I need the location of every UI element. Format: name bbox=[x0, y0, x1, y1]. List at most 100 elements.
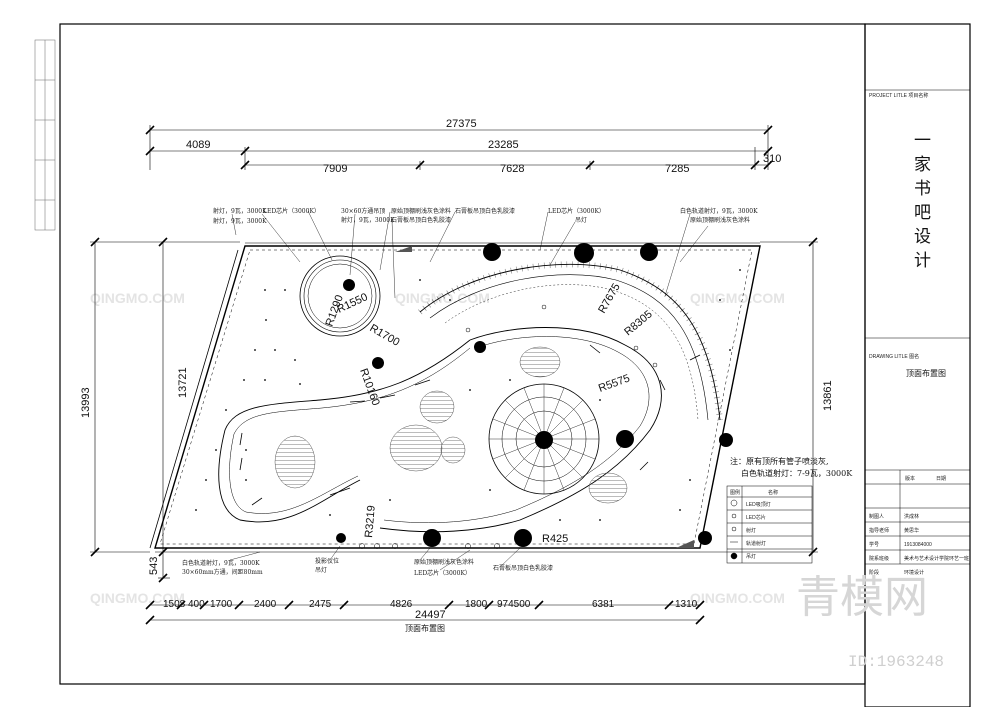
dim-bottom-seg4: 2475 bbox=[309, 599, 332, 610]
title-block-frame bbox=[864, 23, 971, 707]
note-bottom-gray: 原始顶棚刷浅灰色涂料 bbox=[414, 558, 474, 566]
project-name-char-4: 吧 bbox=[914, 203, 931, 223]
legend-row-1: LED芯片 bbox=[746, 514, 766, 521]
legend-table bbox=[726, 485, 813, 564]
dim-bottom-seg7: 974500 bbox=[497, 599, 531, 610]
note-bottom-tube: 30×60mm方通，间距80mm bbox=[182, 568, 263, 576]
legend-row-3: 轨道射灯 bbox=[746, 540, 766, 547]
note-spotlight-3: 射灯，9瓦，3000K bbox=[341, 216, 395, 224]
radius-r1700: R1700 bbox=[368, 322, 402, 349]
bottom-dimensions bbox=[145, 600, 705, 625]
pendant-lamp bbox=[336, 533, 346, 543]
dim-seg1: 7909 bbox=[323, 163, 347, 175]
note-led-chip-1: LED芯片（3000K） bbox=[263, 207, 320, 215]
legend-row-4: 吊灯 bbox=[746, 553, 756, 560]
drawing-label: DRAWING LITLE 图名 bbox=[869, 353, 919, 360]
note-square-tube: 30×60方通吊顶 bbox=[341, 207, 385, 215]
dim-bottom-seg9: 1310 bbox=[675, 599, 698, 610]
dim-bottom-seg5: 4826 bbox=[390, 599, 413, 610]
tb-row-3-label: 院系班级 bbox=[869, 555, 889, 562]
dim-bottom-seg3: 2400 bbox=[254, 599, 277, 610]
watermark-text-1: QINGMO.COM bbox=[90, 290, 185, 306]
legend-col2: 名称 bbox=[768, 489, 778, 496]
project-name-char-2: 家 bbox=[914, 155, 931, 175]
tb-row-2-label: 学号 bbox=[869, 541, 879, 548]
dim-left-outer: 13993 bbox=[80, 387, 92, 418]
note-gray-paint-1: 原始顶棚刷浅灰色涂料 bbox=[391, 207, 451, 215]
pendant-lamp bbox=[535, 431, 553, 449]
note-track-spot: 白色轨道射灯，9瓦，3000K bbox=[680, 207, 758, 215]
main-note-line1: 注：原有顶所有管子喷淡灰, bbox=[730, 456, 829, 466]
pendant-lamp bbox=[640, 243, 658, 261]
side-dimensions bbox=[90, 237, 818, 583]
note-bottom-projector: 投影仪位 bbox=[315, 557, 339, 565]
pendant-lamp bbox=[698, 531, 712, 545]
stair-symbol-top bbox=[395, 246, 412, 252]
watermark-id: ID:1963248 bbox=[848, 653, 944, 671]
round-ceiling-feature bbox=[299, 255, 381, 337]
note-spotlight-1: 射灯，9瓦，3000K bbox=[213, 207, 267, 215]
note-spotlight-2: 射灯，9瓦，3000K bbox=[213, 217, 267, 225]
note-gypsum-1: 石膏板吊顶白色乳胶漆 bbox=[391, 216, 451, 224]
pendant-lamp bbox=[423, 529, 441, 547]
dim-seg2: 7628 bbox=[500, 163, 524, 175]
dim-bottom-seg1: 400 bbox=[188, 599, 205, 610]
top-dimensions bbox=[145, 125, 773, 170]
curved-ceiling-band bbox=[418, 261, 723, 421]
watermark-text-4: QINGMO.COM bbox=[90, 590, 185, 606]
dim-bottom-seg2: 1700 bbox=[210, 599, 233, 610]
pendant-lamp bbox=[574, 243, 594, 263]
legend-row-0: LED吸顶灯 bbox=[746, 501, 771, 508]
flowing-track bbox=[218, 327, 662, 533]
pendant-lamp bbox=[372, 357, 384, 369]
legend-col1: 图例 bbox=[730, 489, 740, 496]
watermark-text-3: QINGMO.COM bbox=[690, 290, 785, 306]
radius-r5575: R5575 bbox=[597, 372, 632, 394]
drawing-name: 顶面布置图 bbox=[906, 368, 946, 378]
pendant-lamp bbox=[719, 433, 733, 447]
dim-bottom-seg8: 6381 bbox=[592, 599, 615, 610]
tb-row-3-value: 美术与艺术设计学院环艺一班 bbox=[904, 555, 969, 562]
tb-row-2-value: 1913084000 bbox=[904, 542, 932, 548]
dim-right: 13861 bbox=[822, 380, 834, 411]
track-lights bbox=[239, 344, 701, 506]
dim-bottom-seg6: 1800 bbox=[465, 599, 488, 610]
radius-r7675: R7675 bbox=[596, 281, 623, 315]
watermarks: QINGMO.COM QINGMO.COM QINGMO.COM QINGMO.… bbox=[90, 290, 785, 606]
tb-row-4-value: 环境设计 bbox=[904, 569, 924, 576]
note-bottom-track: 白色轨道射灯，9瓦，3000K bbox=[182, 559, 260, 567]
pendant-lamp bbox=[474, 341, 486, 353]
pendant-lamp bbox=[483, 243, 501, 261]
note-bottom-pendant: 吊灯 bbox=[315, 566, 327, 574]
dim-bottom-total: 24497 bbox=[415, 609, 446, 621]
dim-seg4: 310 bbox=[763, 153, 781, 165]
dim-bottom-seg0: 1508 bbox=[163, 599, 186, 610]
project-label: PROJECT LITLE 项目名称 bbox=[869, 92, 928, 99]
watermark-text-5: QINGMO.COM bbox=[690, 590, 785, 606]
watermark-text-2: QINGMO.COM bbox=[395, 290, 490, 306]
project-name-char-6: 计 bbox=[914, 251, 931, 271]
project-name-char-1: 一 bbox=[914, 131, 931, 151]
downlight-dots bbox=[195, 269, 741, 521]
tb-version-label: 版本 bbox=[905, 475, 915, 482]
pendant-lamp bbox=[343, 279, 355, 291]
radius-r3219: R3219 bbox=[363, 505, 378, 538]
project-name-char-3: 书 bbox=[914, 179, 931, 199]
dim-right-total: 23285 bbox=[488, 139, 519, 151]
tb-row-0-label: 制图人 bbox=[869, 513, 884, 520]
tb-row-4-label: 阶段 bbox=[869, 569, 879, 576]
hatched-ceiling-panels bbox=[274, 346, 628, 504]
pendant-lamp bbox=[514, 529, 532, 547]
leader-lines-bottom bbox=[229, 545, 521, 571]
dim-overall-width: 27375 bbox=[446, 118, 477, 130]
title-block-lines bbox=[865, 89, 970, 565]
dim-left-inner: 13721 bbox=[177, 367, 189, 398]
note-gray-paint-2: 原始顶棚刷浅灰色涂料 bbox=[690, 216, 750, 224]
note-led-chip-2: LED芯片（3000K） bbox=[548, 207, 605, 215]
binding-strip bbox=[34, 39, 56, 231]
leader-lines-top bbox=[231, 210, 709, 299]
note-bottom-led: LED芯片（3000K） bbox=[414, 569, 471, 577]
dim-left-width: 4089 bbox=[186, 139, 210, 151]
dim-left-small: 543 bbox=[148, 557, 160, 575]
